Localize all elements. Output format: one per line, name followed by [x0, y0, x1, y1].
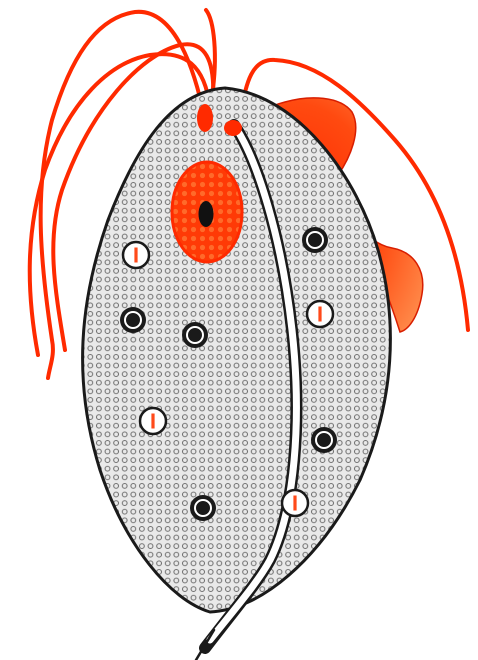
granule-icon — [307, 301, 333, 327]
nucleolus — [199, 201, 214, 227]
granule-icon — [123, 242, 149, 268]
granule-icon — [311, 427, 337, 453]
granule-icon — [120, 307, 146, 333]
granule-icon — [190, 495, 216, 521]
granule-icon — [182, 322, 208, 348]
granule-icon — [140, 408, 166, 434]
nucleus — [172, 162, 242, 262]
granule-icon — [282, 490, 308, 516]
granule-icon — [302, 227, 328, 253]
